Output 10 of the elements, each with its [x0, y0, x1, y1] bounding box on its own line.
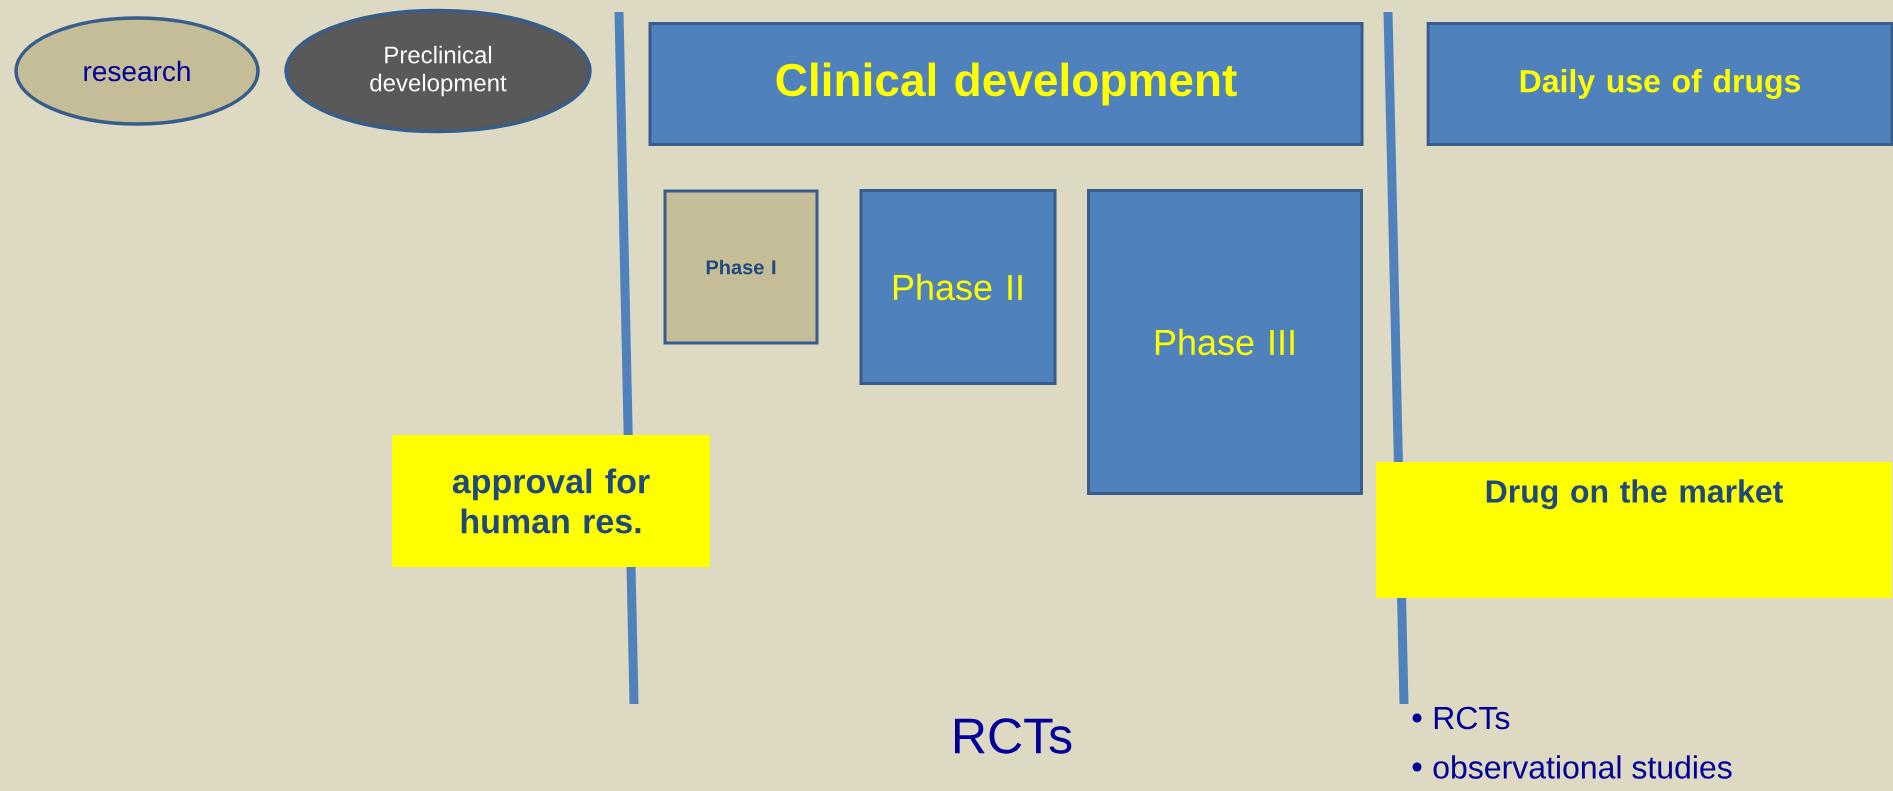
header-box: Clinical development: [648, 22, 1364, 146]
phase-box: Phase I: [663, 189, 819, 345]
phase-box: Phase III: [1087, 189, 1363, 495]
note-box: Drug on the market: [1376, 462, 1892, 598]
header-box: Daily use of drugs: [1426, 22, 1893, 146]
list-item: RCTs: [1434, 706, 1510, 730]
list-item: observational studies: [1433, 755, 1732, 779]
note-box: approval for human res.: [392, 435, 710, 567]
label-text: RCTs: [955, 718, 1072, 754]
phase-box: Phase II: [859, 189, 1057, 385]
